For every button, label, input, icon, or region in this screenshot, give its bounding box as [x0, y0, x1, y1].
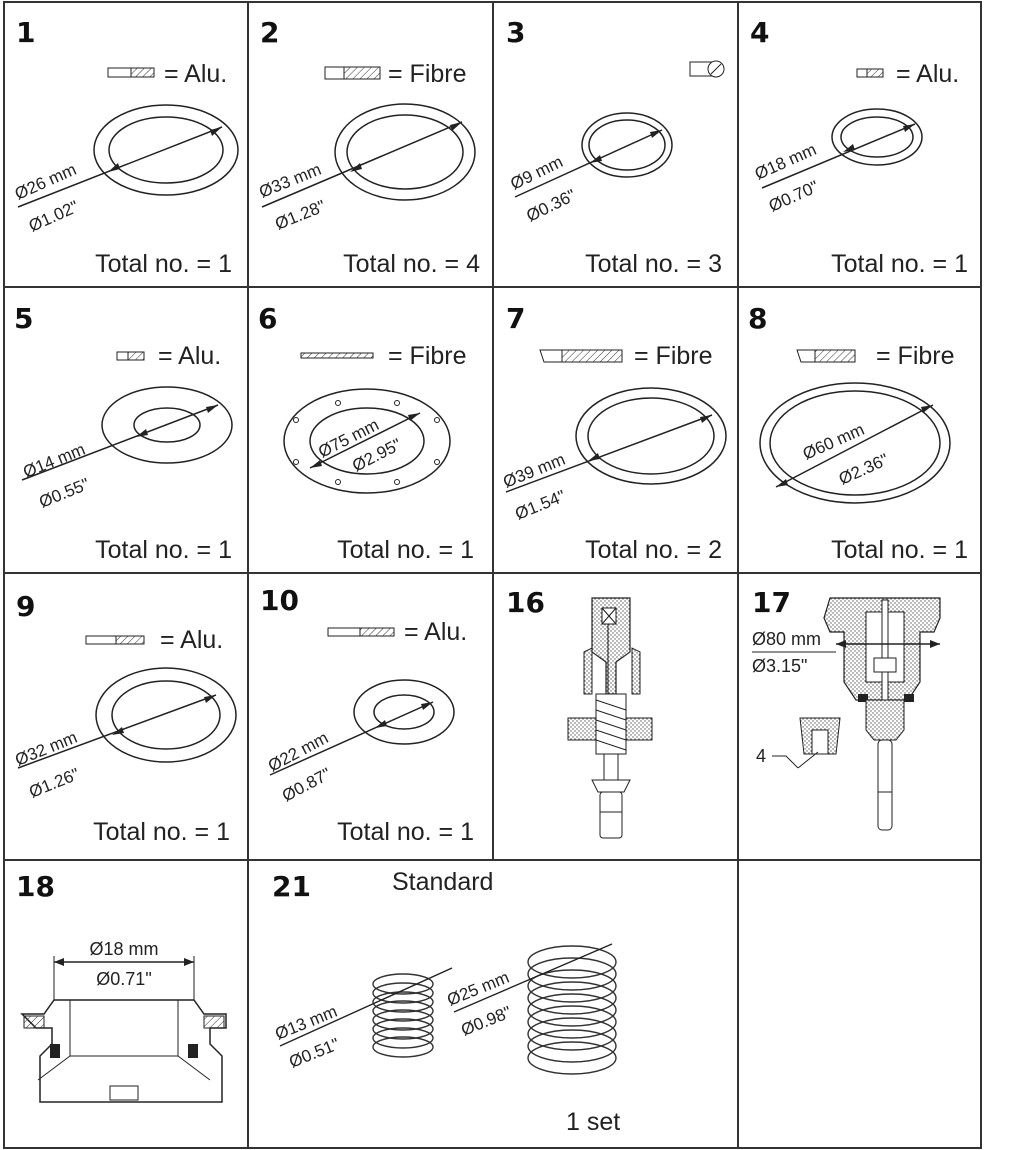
- alu-section-symbol: [85, 635, 145, 645]
- total-count: Total no. = 1: [93, 818, 230, 846]
- material-label: = Alu.: [896, 60, 959, 88]
- washer-drawing: [269, 679, 455, 776]
- diameter-mm: Ø80 mm: [752, 629, 821, 649]
- alu-section-symbol: [327, 627, 395, 637]
- material-label: = Fibre: [388, 60, 467, 88]
- diameter-inch: Ø0.36": [523, 186, 578, 226]
- material-label: = Fibre: [634, 342, 713, 370]
- part-number: 18: [16, 870, 55, 903]
- alu-section-symbol: [107, 67, 155, 78]
- guide-bushing-drawing: [20, 956, 227, 1103]
- part-number: 17: [752, 586, 791, 619]
- total-count: Total no. = 1: [831, 250, 968, 278]
- total-count: Total no. = 1: [95, 250, 232, 278]
- diameter-inch: Ø0.55": [36, 474, 92, 511]
- valve-insert-drawing: [567, 597, 653, 839]
- part-cell-7: 7 = Fibre Ø39 mm Ø1.54" Total no. = 2: [500, 302, 727, 564]
- part-number: 3: [506, 16, 525, 49]
- material-label: = Alu.: [404, 618, 467, 646]
- material-label: = Alu.: [158, 342, 221, 370]
- part-number: 9: [16, 590, 35, 623]
- part-cell-17: 17 Ø80 mm Ø3.15" 4: [752, 586, 941, 831]
- springs-drawing: [279, 943, 617, 1075]
- oring-drawing: [514, 112, 673, 198]
- total-count: Total no. = 1: [337, 536, 474, 564]
- diameter-inch: Ø1.26": [26, 764, 82, 801]
- large-spring-diameter-mm: Ø25 mm: [444, 968, 512, 1010]
- diameter-mm: Ø18 mm: [89, 939, 158, 959]
- diameter-mm: Ø39 mm: [500, 450, 568, 492]
- set-quantity: 1 set: [566, 1108, 620, 1136]
- part-number: 2: [260, 16, 279, 49]
- callout-label: 4: [756, 746, 766, 766]
- part-number: 10: [260, 584, 299, 617]
- flange-gasket-drawing: [283, 388, 451, 494]
- part-number: 8: [748, 302, 767, 335]
- part-cell-9: 9 = Alu. Ø32 mm Ø1.26" Total no. = 1: [12, 590, 237, 846]
- diameter-mm: Ø26 mm: [12, 160, 79, 204]
- fibre-section-symbol: [539, 349, 623, 363]
- part-number: 5: [14, 302, 33, 335]
- total-count: Total no. = 4: [343, 250, 480, 278]
- part-cell-16: 16: [506, 586, 653, 839]
- diameter-mm: Ø18 mm: [752, 140, 819, 184]
- part-cell-3: 3 Ø9 mm Ø0.36" Total no. = 3: [506, 16, 725, 278]
- washer-drawing: [761, 108, 923, 189]
- diameter-inch: Ø1.28": [272, 196, 328, 233]
- material-label: = Alu.: [164, 60, 227, 88]
- fibre-section-symbol: [796, 349, 856, 363]
- diameter-inch: Ø1.02": [26, 197, 82, 236]
- fibre-section-symbol: [324, 66, 381, 80]
- part-number: 16: [506, 586, 545, 619]
- fibre-section-symbol: [300, 352, 374, 359]
- material-label: = Fibre: [388, 342, 467, 370]
- grid-lines: [3, 1, 982, 1149]
- washer-drawing: [261, 103, 476, 208]
- part-cell-8: 8 = Fibre Ø60 mm Ø2.36" Total no. = 1: [748, 302, 968, 564]
- alu-section-symbol: [116, 351, 145, 361]
- part-cell-2: 2 = Fibre Ø33 mm Ø1.28" Total no. = 4: [256, 16, 480, 278]
- total-count: Total no. = 1: [95, 536, 232, 564]
- part-cell-4: 4 = Alu. Ø18 mm Ø0.70" Total no. = 1: [750, 16, 968, 278]
- diameter-mm: Ø32 mm: [12, 728, 80, 770]
- part-number: 4: [750, 16, 769, 49]
- part-cell-21: 21 Standard Ø13 mm Ø0.51" Ø25 mm Ø0.98" …: [272, 868, 620, 1136]
- part-cell-1: 1 = Alu. Ø26 mm Ø1.02" Total no. = 1: [12, 16, 239, 278]
- piston-assembly-drawing: [752, 597, 941, 831]
- total-count: Total no. = 1: [337, 818, 474, 846]
- part-number: 1: [16, 16, 35, 49]
- part-cell-10: 10 = Alu. Ø22 mm Ø0.87" Total no. = 1: [260, 584, 474, 846]
- large-spring-diameter-inch: Ø0.98": [458, 1002, 514, 1039]
- part-number: 21: [272, 870, 311, 903]
- total-count: Total no. = 2: [585, 536, 722, 564]
- diameter-inch: Ø0.87": [279, 764, 334, 805]
- washer-drawing: [21, 386, 233, 481]
- alu-section-symbol: [856, 68, 884, 78]
- material-label: = Fibre: [876, 342, 955, 370]
- spring-set-title: Standard: [392, 868, 493, 896]
- part-number: 7: [506, 302, 525, 335]
- part-cell-6: 6 = Fibre Ø75 mm Ø2.95" Total no. = 1: [258, 302, 474, 564]
- diameter-inch: Ø0.71": [96, 969, 151, 989]
- part-number: 6: [258, 302, 277, 335]
- oring-section-symbol: [689, 60, 725, 78]
- diameter-mm: Ø14 mm: [20, 440, 88, 482]
- total-count: Total no. = 1: [831, 536, 968, 564]
- gasket-drawing: [759, 382, 951, 504]
- diameter-inch: Ø3.15": [752, 656, 807, 676]
- part-cell-5: 5 = Alu. Ø14 mm Ø0.55" Total no. = 1: [14, 302, 233, 564]
- washer-drawing: [17, 104, 239, 208]
- gasket-drawing: [505, 387, 727, 493]
- material-label: = Alu.: [160, 626, 223, 654]
- diameter-inch: Ø1.54": [512, 486, 568, 523]
- part-cell-18: 18 Ø18 mm Ø0.71": [16, 870, 227, 1103]
- total-count: Total no. = 3: [585, 250, 722, 278]
- washer-drawing: [17, 667, 237, 769]
